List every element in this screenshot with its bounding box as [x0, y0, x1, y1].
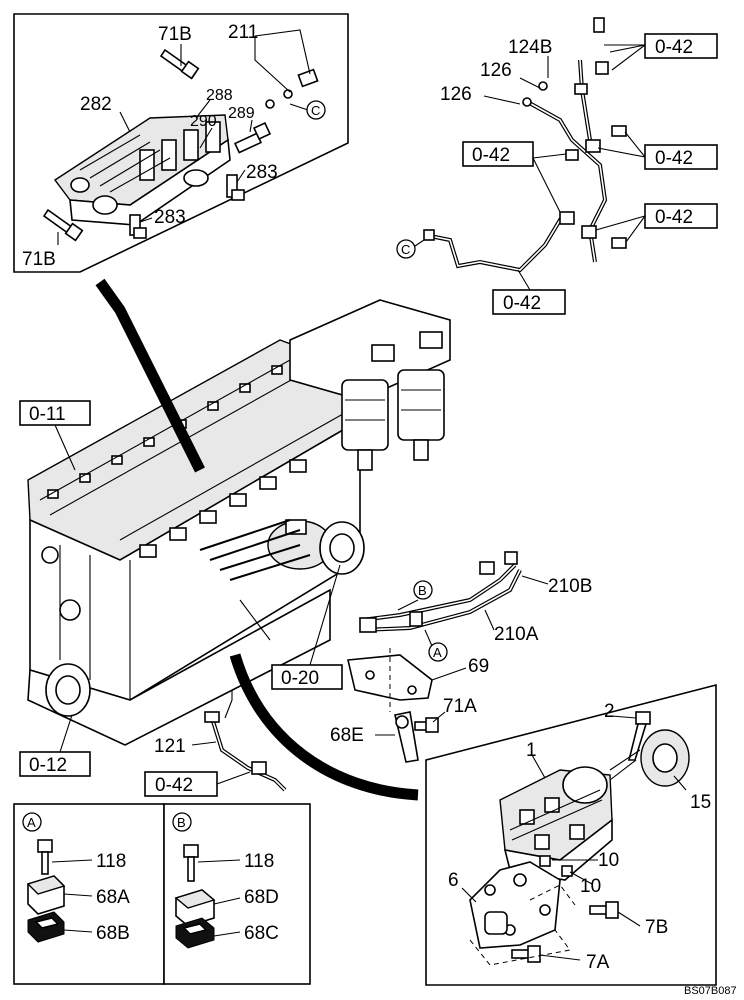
- label-71B-bottom: 71B: [22, 249, 56, 270]
- ref-0-42-b: 0-42: [655, 148, 693, 169]
- label-288: 288: [206, 87, 233, 104]
- high-pressure-pipes: [359, 551, 549, 647]
- supply-pump: [499, 766, 613, 881]
- label-68A: 68A: [96, 887, 130, 908]
- ref-box-0-42-f: [144, 771, 218, 797]
- clamp-68D: [174, 889, 216, 927]
- ref-0-20: 0-20: [281, 668, 319, 689]
- label-A-118: 118: [96, 851, 126, 872]
- bolt-283-a: [226, 174, 245, 201]
- inset-clamp-A: A 118 68A 68B: [13, 803, 165, 985]
- ref-0-42-e: 0-42: [503, 293, 541, 314]
- ref-0-42-f: 0-42: [155, 775, 193, 796]
- gear-15: [640, 729, 690, 787]
- label-10-b: 10: [580, 876, 601, 897]
- label-283-a: 283: [246, 162, 278, 183]
- label-68B: 68B: [96, 923, 130, 944]
- bolt-7B: [589, 901, 619, 919]
- bolt-71A: [414, 717, 439, 733]
- ref-0-12: 0-12: [29, 755, 67, 776]
- ref-0-42-a: 0-42: [655, 37, 693, 58]
- inset-clamp-B: B 118 68D 68C: [163, 803, 311, 985]
- ref-box-0-11: [19, 400, 91, 426]
- ref-box-0-42-d: [644, 203, 718, 229]
- inset-top-left: 71B 211 282 288 289 290 283 283 71B C: [13, 13, 349, 273]
- bolt-71B-top: [159, 48, 200, 80]
- clamp-68A: [26, 875, 66, 915]
- bolt-71B-bottom: [42, 208, 84, 242]
- supply-pump-on-engine: [267, 519, 365, 575]
- label-282: 282: [80, 94, 112, 115]
- intake-ports: [139, 459, 307, 558]
- label-289: 289: [228, 105, 255, 122]
- label-68D: 68D: [244, 887, 279, 908]
- label-71A: 71A: [443, 696, 477, 717]
- marker-B-inset: B: [177, 815, 186, 830]
- pipe-121: [191, 690, 287, 792]
- inset-frame-B: [163, 803, 311, 985]
- label-68E: 68E: [330, 725, 364, 746]
- ref-0-42-d: 0-42: [655, 207, 693, 228]
- bracket-68E: [394, 711, 419, 763]
- label-1: 1: [526, 740, 537, 761]
- marker-A-inset: A: [27, 815, 36, 830]
- fuel-lines-top-right: 0-42 0-42 0-42 0-42 0-42 124B 126 126 C: [396, 17, 718, 315]
- label-210B: 210B: [548, 576, 592, 597]
- ref-box-0-42-b: [644, 144, 718, 170]
- bolt-118-b: [183, 844, 199, 882]
- label-211: 211: [228, 22, 258, 43]
- marker-circle-C-top: [306, 100, 326, 120]
- label-7B: 7B: [645, 917, 668, 938]
- clamp-68C: [175, 917, 215, 949]
- ref-box-0-42-c: [462, 141, 534, 167]
- ref-0-11: 0-11: [29, 404, 66, 425]
- bolt-118-a: [37, 839, 53, 875]
- ref-box-0-42-a: [644, 33, 718, 59]
- marker-circle-B-main: [413, 580, 433, 600]
- marker-circle-A-main: [428, 642, 448, 662]
- label-10-a: 10: [598, 850, 619, 871]
- injector-rail: [53, 114, 231, 226]
- diagram-code: BS07B087: [684, 985, 737, 997]
- pump-bracket-6: [469, 861, 561, 949]
- fitting-289: [233, 121, 272, 154]
- marker-C-top: C: [311, 103, 320, 118]
- ref-box-0-20: [271, 664, 343, 690]
- label-6: 6: [448, 870, 459, 891]
- ref-0-42-c: 0-42: [472, 145, 510, 166]
- label-71B-top: 71B: [158, 24, 192, 45]
- marker-A-main: A: [433, 645, 442, 660]
- inset-supply-pump: 1 2 15 10 10 6 7B 7A: [425, 683, 717, 986]
- label-7A: 7A: [586, 952, 610, 973]
- label-210A: 210A: [494, 624, 539, 645]
- clamp-68B: [27, 911, 65, 943]
- marker-B-main: B: [418, 583, 427, 598]
- bolt-283-b: [129, 214, 147, 239]
- ref-box-0-42-e: [492, 289, 566, 315]
- label-B-118: 118: [244, 851, 274, 872]
- label-124B: 124B: [508, 37, 552, 58]
- label-121: 121: [154, 736, 186, 757]
- label-283-b: 283: [154, 207, 186, 228]
- label-68C: 68C: [244, 923, 279, 944]
- label-126-a: 126: [480, 60, 512, 81]
- marker-circle-C-line: [396, 239, 416, 259]
- label-2: 2: [604, 701, 615, 722]
- fuel-filter-assembly: [289, 299, 451, 471]
- label-290: 290: [190, 113, 217, 130]
- label-69: 69: [468, 656, 489, 677]
- label-15: 15: [690, 792, 711, 813]
- marker-C-line: C: [401, 242, 410, 257]
- label-126-b: 126: [440, 84, 472, 105]
- ref-box-0-12: [19, 751, 91, 777]
